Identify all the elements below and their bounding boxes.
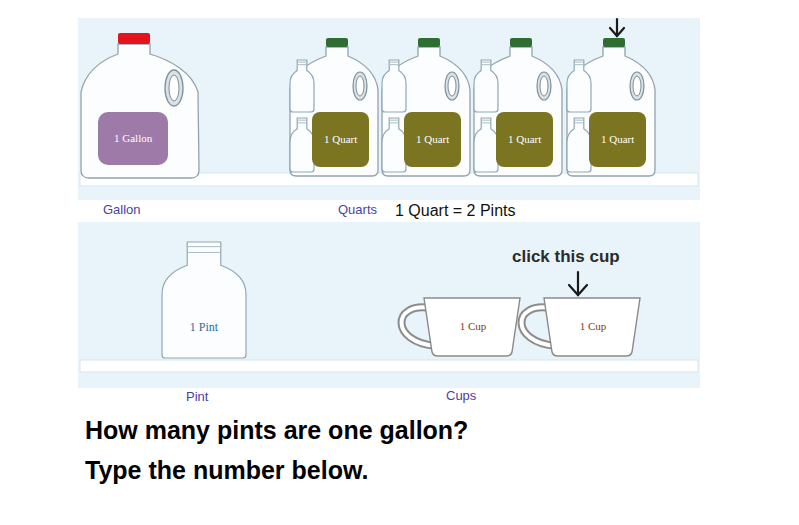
bottle-rib <box>481 120 491 121</box>
conversion-note: 1 Quart = 2 Pints <box>395 202 516 220</box>
bottle-rib <box>297 64 307 65</box>
jug-cap <box>603 38 625 47</box>
container-label: 1 Quart <box>496 112 553 167</box>
bottle-rib <box>481 64 491 65</box>
jug-handle <box>630 72 644 100</box>
bottle-outline <box>162 242 246 358</box>
bottle-rib <box>574 122 584 123</box>
jug-outline <box>290 47 378 176</box>
container-node: 1 Quart <box>288 38 380 178</box>
question-caption: How many pints are one gallon? Type the … <box>85 410 505 490</box>
pint-bottle <box>382 60 406 112</box>
bottle-outline <box>474 60 498 112</box>
pint-bottle <box>474 118 498 172</box>
bottle-outline <box>290 118 314 172</box>
jug-handle <box>353 72 367 100</box>
pint-bottle <box>290 118 314 172</box>
container-node: 1 Quart <box>472 38 564 178</box>
cup-shape <box>508 296 642 358</box>
pint-bottle <box>567 60 591 112</box>
bottle-rib <box>481 62 491 63</box>
jug-handle-hole <box>633 76 641 96</box>
jug-outline <box>567 47 655 176</box>
container-node: 1 Cup <box>388 296 522 358</box>
bottle-rib <box>389 64 399 65</box>
jug-handle <box>165 70 183 106</box>
container-node: 1 Cup <box>508 296 642 358</box>
container-node: 1 Quart <box>380 38 472 178</box>
pint-bottle <box>474 60 498 112</box>
pint-bottle <box>567 118 591 172</box>
jug-cap <box>118 33 150 44</box>
jug-handle <box>445 72 459 100</box>
bottom-shelf <box>80 360 698 372</box>
bottle-rib <box>297 62 307 63</box>
arrow-head <box>610 28 624 36</box>
container-node: 1 Pint <box>160 240 252 360</box>
pint-shape <box>160 240 252 360</box>
arrow-head <box>569 285 587 295</box>
container-node: 1 Quart <box>565 38 657 178</box>
container-label: 1 Cup <box>432 320 514 333</box>
jug-outline <box>81 44 199 178</box>
bottle-rib <box>574 64 584 65</box>
bottle-rib <box>389 120 399 121</box>
jug-handle-hole <box>169 75 179 101</box>
container-label: 1 Quart <box>404 112 461 167</box>
container-label: 1 Gallon <box>98 112 168 165</box>
container-label: 1 Quart <box>312 112 369 167</box>
container-node: 1 Gallon <box>78 30 203 180</box>
bottle-rib <box>481 122 491 123</box>
cup-body <box>544 298 640 356</box>
container-label: 1 Quart <box>589 112 646 167</box>
pointer-arrow <box>569 272 587 295</box>
jug-outline <box>474 47 562 176</box>
jug-handle-hole <box>540 76 548 96</box>
bottom-panel <box>78 222 700 388</box>
shelf-caption: Gallon <box>103 202 141 217</box>
container-label: 1 Cup <box>552 320 634 333</box>
bottle-rib <box>187 252 221 253</box>
bottle-rib <box>574 120 584 121</box>
bottle-outline <box>290 60 314 112</box>
shelf-caption: Quarts <box>338 202 377 217</box>
shelf-caption: Cups <box>446 388 476 403</box>
pointer-arrow <box>610 19 624 36</box>
pint-bottle <box>382 118 406 172</box>
bottle-outline <box>382 60 406 112</box>
bottle-rib <box>297 122 307 123</box>
jug-handle-hole <box>448 76 456 96</box>
bottle-rib <box>187 246 221 247</box>
jug-cap <box>326 38 348 47</box>
jug-handle-hole <box>356 76 364 96</box>
top-panel <box>78 18 700 200</box>
jug-cap <box>510 38 532 47</box>
jug-handle <box>537 72 551 100</box>
bottle-outline <box>474 118 498 172</box>
bottle-rib <box>574 62 584 63</box>
bottle-rib <box>297 120 307 121</box>
shelf-caption: Pint <box>186 389 208 404</box>
jug-cap <box>418 38 440 47</box>
jug-outline <box>382 47 470 176</box>
instruction-text: click this cup <box>512 247 620 267</box>
bottle-outline <box>567 60 591 112</box>
pint-bottle <box>290 60 314 112</box>
cup-body <box>424 298 520 356</box>
bottle-rib <box>389 122 399 123</box>
pint-bottle <box>162 242 246 358</box>
arrow-shaft <box>577 272 579 295</box>
bottle-outline <box>382 118 406 172</box>
cup-shape <box>388 296 522 358</box>
bottle-outline <box>567 118 591 172</box>
container-label: 1 Pint <box>160 320 248 334</box>
bottle-rib <box>389 62 399 63</box>
